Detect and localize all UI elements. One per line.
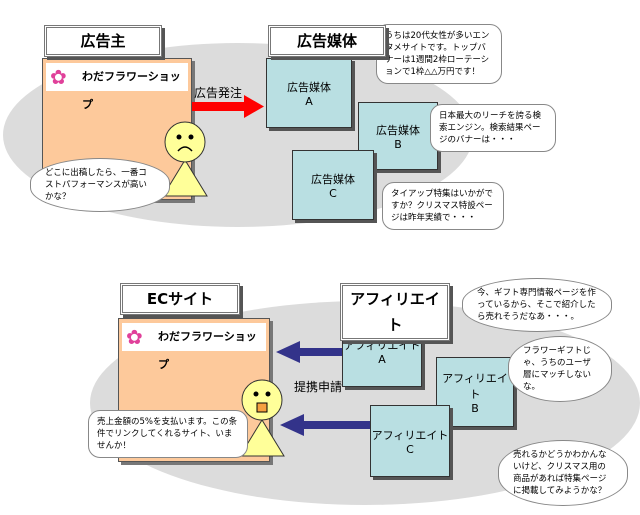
ec-shop-header: ✿ わだフラワーショップ <box>122 323 266 371</box>
affiliate-b-name: アフィリエイト <box>442 371 508 401</box>
shop-header: ✿ わだフラワーショップ <box>46 63 188 111</box>
affiliate-c-sub: C <box>406 442 414 456</box>
affiliate-b-thought: フラワーギフトじゃ、うちのユーザ層にマッチしないな。 <box>508 336 612 402</box>
media-a-speech: うちは20代女性が多いエンタメサイトです。トップバナーは1週間2枠ローテーション… <box>376 24 502 84</box>
media-b-sub: B <box>394 137 402 151</box>
media-b-name: 広告媒体 <box>376 123 420 137</box>
media-a-sub: A <box>305 94 313 108</box>
media-b-speech: 日本最大のリーチを誇る検索エンジン。検索結果ページのバナーは・・・ <box>430 104 556 152</box>
apply-arrow-label: 提携申請 <box>294 380 343 394</box>
flower-icon: ✿ <box>50 65 67 89</box>
shop-name: わだフラワーショップ <box>82 70 181 111</box>
affiliate-b-sub: B <box>471 401 479 415</box>
affiliate-a-sub: A <box>378 352 386 366</box>
media-c-speech: タイアップ特集はいかがですか？クリスマス特設ページは昨年実績で・・・ <box>382 182 504 230</box>
affiliate-c-name: アフィリエイト <box>371 428 449 442</box>
ec-site-label: ECサイト <box>120 283 240 315</box>
affiliate-a-thought: 今、ギフト専門情報ページを作っているから、そこで紹介したら売れそうだなあ・・・。 <box>462 278 612 332</box>
media-c-sub: C <box>329 186 337 200</box>
order-arrow-label: 広告発注 <box>194 86 243 100</box>
flower-icon: ✿ <box>126 325 143 349</box>
media-label: 広告媒体 <box>268 25 386 57</box>
affiliate-a-name: アフィリエイト <box>343 338 421 352</box>
media-c-name: 広告媒体 <box>311 172 355 186</box>
advertiser-thought-cloud: どこに出稿したら、一番コストパフォーマンスが高いかな？ <box>30 158 170 212</box>
ec-speech: 売上金額の5%を支払います。この条件でリンクしてくれるサイト、いませんか！ <box>88 410 248 458</box>
affiliate-c-thought: 売れるかどうかわかんないけど、クリスマス用の商品があれば特集ページに掲載してみよ… <box>498 440 628 506</box>
affiliate-label: アフィリエイト <box>340 283 450 341</box>
ec-shop-name: わだフラワーショップ <box>158 330 257 371</box>
media-a-name: 広告媒体 <box>287 80 331 94</box>
advertiser-label: 広告主 <box>44 25 162 57</box>
